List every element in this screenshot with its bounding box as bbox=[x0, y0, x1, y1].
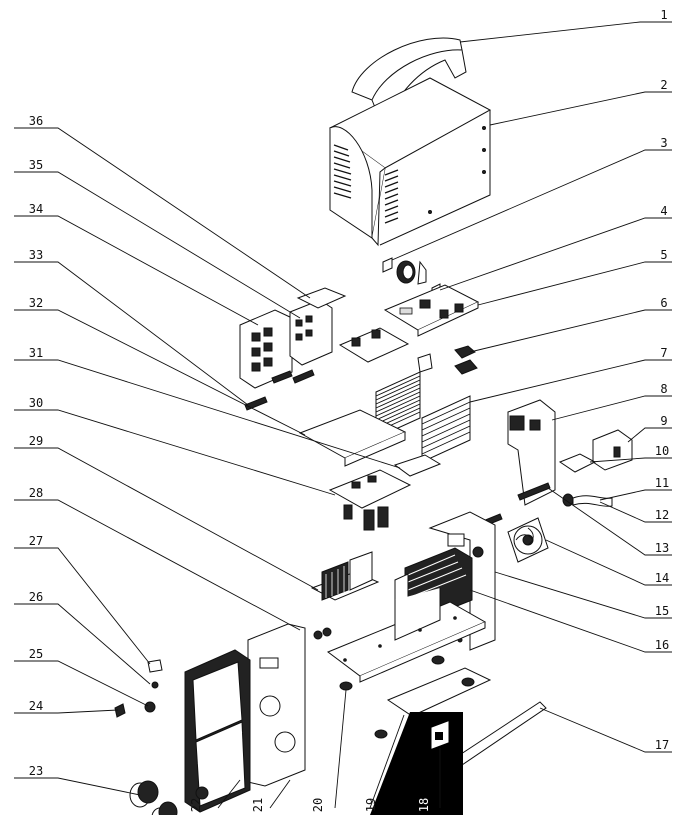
callout-6: 6 bbox=[660, 296, 667, 310]
callout-19: 19 bbox=[364, 798, 378, 812]
callout-10: 10 bbox=[655, 444, 669, 458]
part-thin-board bbox=[393, 454, 442, 477]
part-module bbox=[592, 429, 633, 471]
callout-27: 27 bbox=[29, 534, 43, 548]
callout-8: 8 bbox=[660, 382, 667, 396]
callout-22: 22 bbox=[189, 798, 203, 812]
callout-28: 28 bbox=[29, 486, 43, 500]
callout-33: 33 bbox=[29, 248, 43, 262]
part-fan bbox=[507, 517, 549, 563]
callout-24: 24 bbox=[29, 699, 43, 713]
part-pcb-lower bbox=[328, 469, 412, 531]
part-knobs bbox=[129, 780, 178, 815]
callout-36: 36 bbox=[29, 114, 43, 128]
callout-2: 2 bbox=[660, 78, 667, 92]
callout-labels: 1 2 3 4 5 6 7 8 9 10 11 12 13 14 15 16 1… bbox=[29, 8, 669, 812]
callout-31: 31 bbox=[29, 346, 43, 360]
callout-32: 32 bbox=[29, 296, 43, 310]
callout-13: 13 bbox=[655, 541, 669, 555]
part-transformer bbox=[310, 551, 380, 601]
part-base-plate bbox=[326, 588, 492, 717]
callout-12: 12 bbox=[655, 508, 669, 522]
part-heatsink bbox=[375, 371, 471, 463]
part-display-plate bbox=[147, 659, 163, 673]
callout-20: 20 bbox=[311, 798, 325, 812]
part-bottom-strap bbox=[454, 701, 547, 766]
part-insulating-plate bbox=[298, 409, 407, 467]
part-rear-panel bbox=[428, 511, 496, 651]
callout-18: 18 bbox=[417, 798, 431, 812]
part-front-frame bbox=[184, 649, 251, 813]
part-casing bbox=[329, 77, 492, 247]
callout-9: 9 bbox=[660, 414, 667, 428]
callout-5: 5 bbox=[660, 248, 667, 262]
callout-21: 21 bbox=[251, 798, 265, 812]
part-left-assembly bbox=[239, 287, 433, 411]
part-bracket-right bbox=[507, 399, 556, 506]
callout-7: 7 bbox=[660, 346, 667, 360]
callout-26: 26 bbox=[29, 590, 43, 604]
callout-15: 15 bbox=[655, 604, 669, 618]
part-small-bracket bbox=[558, 453, 597, 473]
callout-16: 16 bbox=[655, 638, 669, 652]
callout-35: 35 bbox=[29, 158, 43, 172]
callout-1: 1 bbox=[660, 8, 667, 22]
part-terminal-blocks bbox=[454, 345, 478, 375]
callout-23: 23 bbox=[29, 764, 43, 778]
part-small-controls bbox=[114, 627, 332, 718]
callout-29: 29 bbox=[29, 434, 43, 448]
leader-lines bbox=[14, 21, 672, 809]
callout-17: 17 bbox=[655, 738, 669, 752]
part-front-inner-panel bbox=[247, 623, 306, 787]
callout-4: 4 bbox=[660, 204, 667, 218]
callout-30: 30 bbox=[29, 396, 43, 410]
part-pcb-upper bbox=[383, 284, 480, 337]
casing-vents-left bbox=[333, 144, 352, 199]
callout-14: 14 bbox=[655, 571, 669, 585]
callout-25: 25 bbox=[29, 647, 43, 661]
callout-11: 11 bbox=[655, 476, 669, 490]
callout-34: 34 bbox=[29, 202, 43, 216]
casing-vents-right bbox=[384, 169, 399, 224]
callout-3: 3 bbox=[660, 136, 667, 150]
